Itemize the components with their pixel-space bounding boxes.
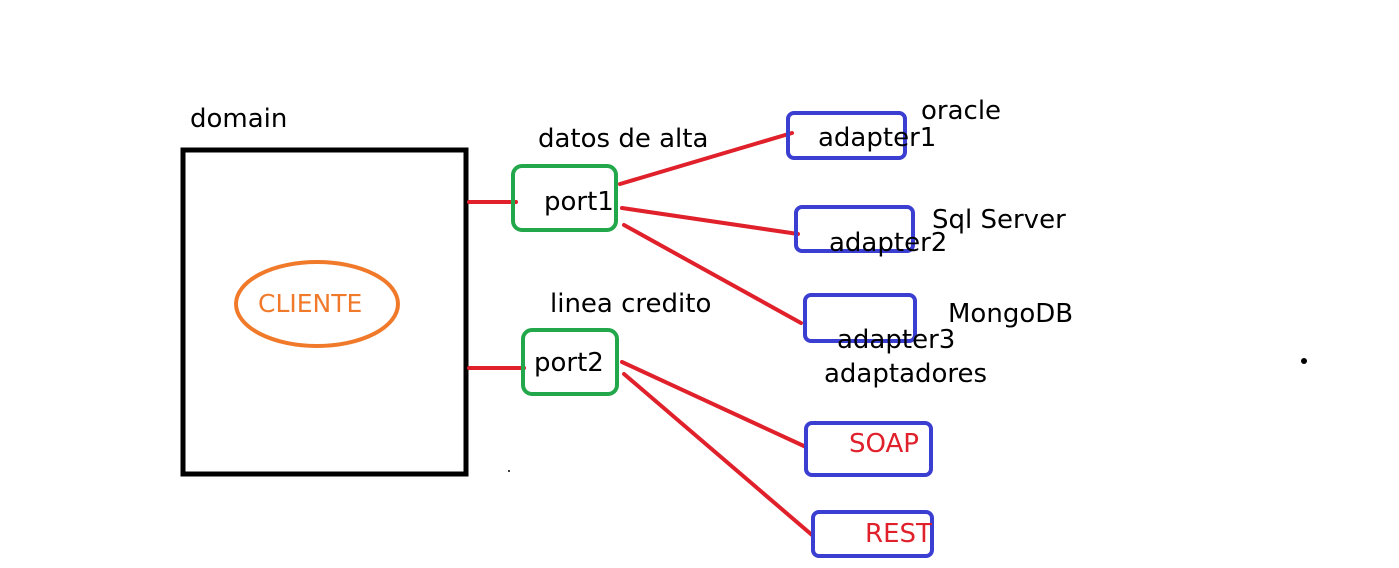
adapters-group-label: adaptadores [824, 359, 987, 389]
connector-port1-adapter1 [618, 131, 794, 186]
stray-dot [1301, 358, 1307, 364]
stray-dot-small [508, 470, 510, 472]
soap-label: SOAP [849, 429, 919, 459]
connector-port2-soap [620, 360, 808, 449]
connector-port2-rest [622, 372, 814, 537]
adapter1-box [786, 111, 907, 160]
adapter1-label: adapter1 [818, 123, 936, 153]
cliente-label: CLIENTE [258, 289, 362, 318]
adapter3-box [803, 293, 917, 343]
port1-box [511, 164, 618, 232]
rest-box [811, 510, 934, 558]
port2-box [521, 328, 619, 396]
port1-group-label: datos de alta [538, 124, 708, 154]
rest-label: REST [865, 519, 932, 549]
adapter3-db-label: MongoDB [948, 299, 1073, 329]
adapter2-db-label: Sql Server [932, 205, 1066, 235]
port2-label: port2 [534, 348, 604, 378]
connector-port1-adapter2 [620, 206, 800, 236]
connector-port1-adapter3 [622, 223, 803, 325]
port2-group-label: linea credito [550, 289, 711, 319]
domain-box [180, 147, 469, 477]
domain-label: domain [190, 104, 287, 134]
adapter2-box [794, 205, 915, 253]
adapter3-label: adapter3 [837, 325, 955, 355]
adapter1-db-label: oracle [921, 96, 1001, 126]
connectors [467, 131, 814, 537]
adapter2-label: adapter2 [829, 228, 947, 258]
port1-label: port1 [544, 187, 614, 217]
cliente-ellipse [234, 260, 400, 348]
soap-box [804, 421, 933, 477]
